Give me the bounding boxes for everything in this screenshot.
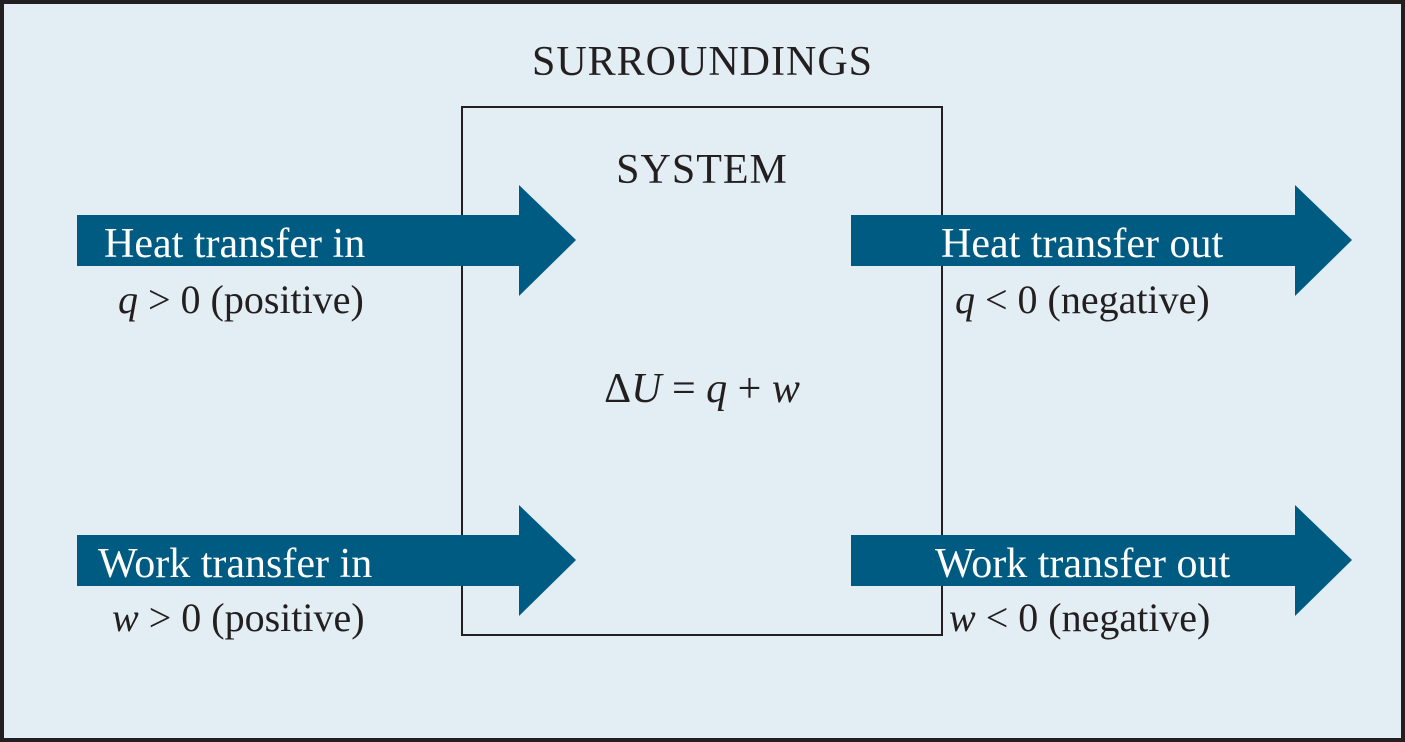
work-out-arrow bbox=[851, 505, 1352, 616]
heat-out-arrow bbox=[851, 185, 1352, 296]
work-out-variable: w bbox=[949, 595, 976, 640]
equation-equals: = bbox=[661, 366, 707, 412]
surroundings-label: SURROUNDINGS bbox=[531, 39, 874, 85]
equation-w: w bbox=[771, 366, 800, 412]
equation-q: q bbox=[706, 366, 728, 412]
work-in-arrow bbox=[77, 505, 576, 616]
work-in-variable: w bbox=[112, 595, 139, 640]
system-box bbox=[461, 106, 943, 636]
first-law-equation: ΔU = q + w bbox=[461, 365, 943, 413]
heat-out-label: Heat transfer out bbox=[941, 221, 1224, 267]
heat-in-relation: > 0 (positive) bbox=[138, 277, 364, 322]
equation-u: U bbox=[631, 366, 662, 412]
heat-in-arrow bbox=[77, 185, 576, 296]
work-in-relation: > 0 (positive) bbox=[138, 595, 365, 640]
heat-in-variable: q bbox=[118, 277, 138, 322]
work-in-sign: w > 0 (positive) bbox=[112, 598, 365, 638]
work-out-relation: < 0 (negative) bbox=[975, 595, 1211, 640]
system-label: SYSTEM bbox=[616, 147, 788, 193]
equation-delta: Δ bbox=[604, 366, 632, 412]
heat-out-relation: < 0 (negative) bbox=[975, 277, 1210, 322]
heat-in-label: Heat transfer in bbox=[104, 221, 366, 267]
work-in-label: Work transfer in bbox=[98, 541, 373, 587]
work-out-label: Work transfer out bbox=[935, 541, 1231, 587]
equation-plus: + bbox=[727, 366, 772, 412]
heat-in-sign: q > 0 (positive) bbox=[118, 280, 364, 320]
work-out-sign: w < 0 (negative) bbox=[949, 598, 1210, 638]
heat-out-sign: q < 0 (negative) bbox=[955, 280, 1210, 320]
heat-out-variable: q bbox=[955, 277, 975, 322]
